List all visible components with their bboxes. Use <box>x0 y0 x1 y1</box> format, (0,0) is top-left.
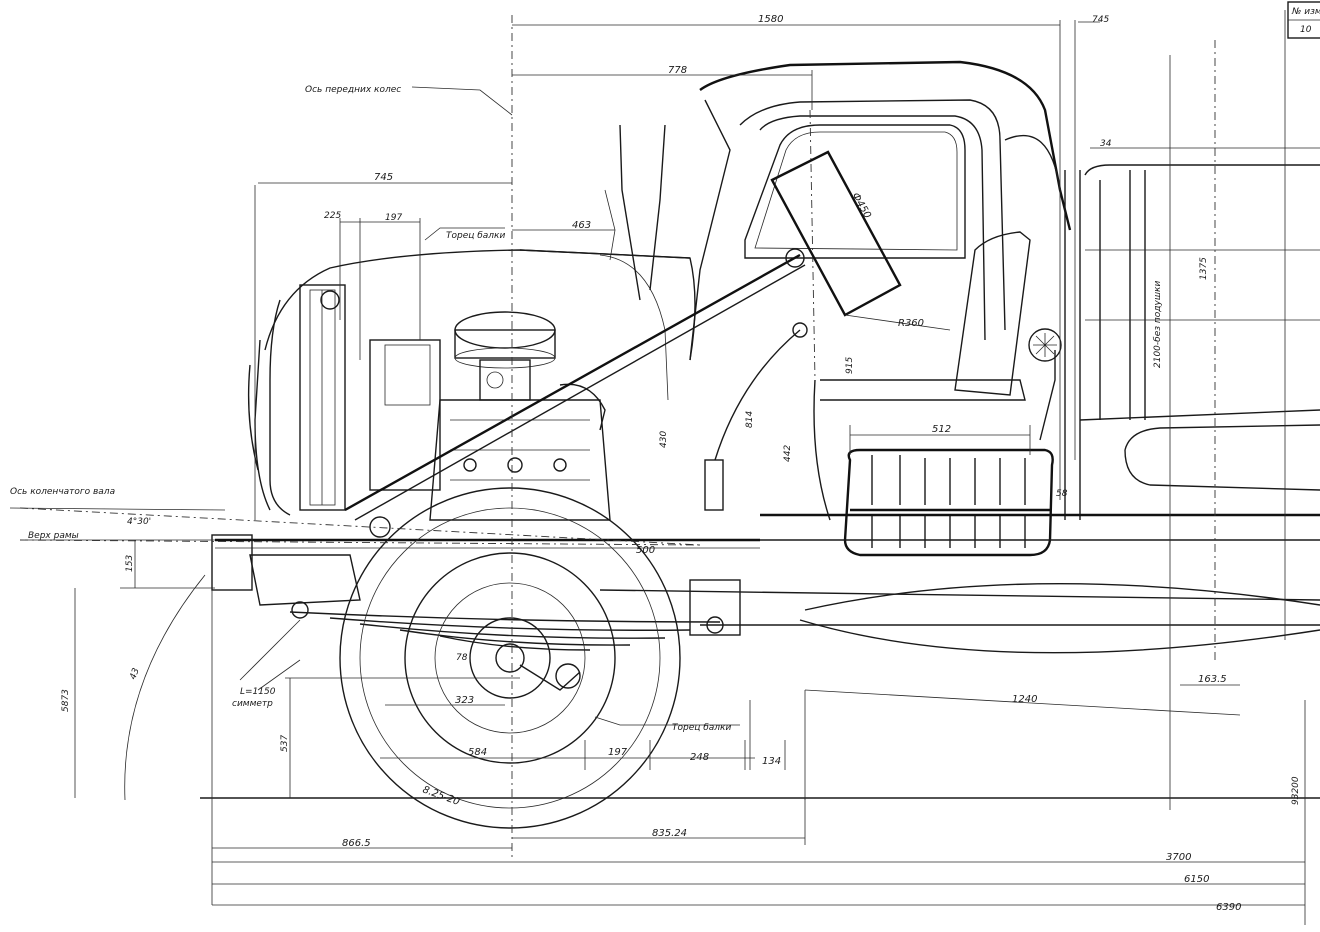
dim-430: 430 <box>659 431 669 448</box>
cab-outline <box>689 60 1081 521</box>
dim-197-top: 197 <box>385 213 402 223</box>
dim-584: 584 <box>468 747 487 758</box>
dim-symm: симметр <box>232 699 273 709</box>
dim-1375: 1375 <box>1199 257 1209 280</box>
dim-866-5: 866.5 <box>342 838 371 849</box>
label-frame-end-bottom: Торец балки <box>672 723 731 733</box>
dim-4deg30: 4°30' <box>127 517 151 527</box>
dim-814: 814 <box>745 411 755 428</box>
dim-78: 78 <box>456 653 468 663</box>
dim-197-mid: 197 <box>608 747 628 758</box>
fuel-tank <box>843 328 1062 557</box>
dim-134: 134 <box>762 756 781 767</box>
radiator <box>247 284 346 516</box>
tire-size: 8.25-20 <box>421 784 461 808</box>
dim-463: 463 <box>572 220 591 231</box>
frame-rails <box>211 513 1320 654</box>
dim-248: 248 <box>690 752 709 763</box>
dim-6150: 6150 <box>1184 874 1209 885</box>
hood-outline <box>254 249 696 511</box>
dim-835-24: 835.24 <box>652 828 687 839</box>
dim-1240: 1240 <box>1012 694 1037 705</box>
dim-537: 537 <box>280 735 290 752</box>
dim-34: 34 <box>1100 139 1112 149</box>
engine-block <box>369 311 611 538</box>
title-block-line2: 10 <box>1300 25 1312 35</box>
dim-225: 225 <box>324 211 341 221</box>
dim-93200: 93200 <box>1291 776 1301 805</box>
label-frame-end-top: Торец балки <box>446 231 505 241</box>
callout-labels: Ось передних колес Ось коленчатого вала … <box>10 85 731 733</box>
center-lines <box>19 10 1320 860</box>
dimension-values: 1580 745 778 745 225 197 463 34 1375 210… <box>61 14 1301 913</box>
dim-442: 442 <box>783 445 793 462</box>
title-block-line1: № изм. <box>1291 7 1320 17</box>
label-front-axle: Ось передних колес <box>305 85 401 95</box>
dim-43: 43 <box>128 667 141 681</box>
dim-5873: 5873 <box>61 689 71 712</box>
rear-body <box>1079 164 1320 491</box>
label-frame-top: Верх рамы <box>28 531 79 541</box>
title-block: № изм. 10 <box>1287 1 1320 39</box>
dim-58: 58 <box>1056 489 1068 499</box>
dim-phi450: Ф450 <box>849 191 872 220</box>
dimension-lines <box>9 21 1320 925</box>
dim-153: 153 <box>125 555 135 572</box>
dim-745-left: 745 <box>374 172 393 183</box>
dim-1580: 1580 <box>758 14 783 25</box>
dim-163-5: 163.5 <box>1198 674 1227 685</box>
dim-915: 915 <box>845 357 855 374</box>
leaf-spring <box>289 579 741 651</box>
steering-column <box>344 150 902 521</box>
dim-6390: 6390 <box>1216 902 1241 913</box>
label-crankshaft-axis: Ось коленчатого вала <box>10 487 115 497</box>
dim-2100: 2100-без подушки <box>1153 281 1163 368</box>
dim-500: 500 <box>636 545 655 556</box>
dim-323: 323 <box>455 695 474 706</box>
dim-3700: 3700 <box>1166 852 1191 863</box>
pedals <box>604 124 808 511</box>
dim-l1150: L=1150 <box>240 687 276 697</box>
dim-r360: R360 <box>898 318 924 329</box>
front-wheel <box>339 487 681 829</box>
dim-512: 512 <box>932 424 951 435</box>
dim-745-top: 745 <box>1092 15 1109 25</box>
dim-778: 778 <box>668 65 687 76</box>
